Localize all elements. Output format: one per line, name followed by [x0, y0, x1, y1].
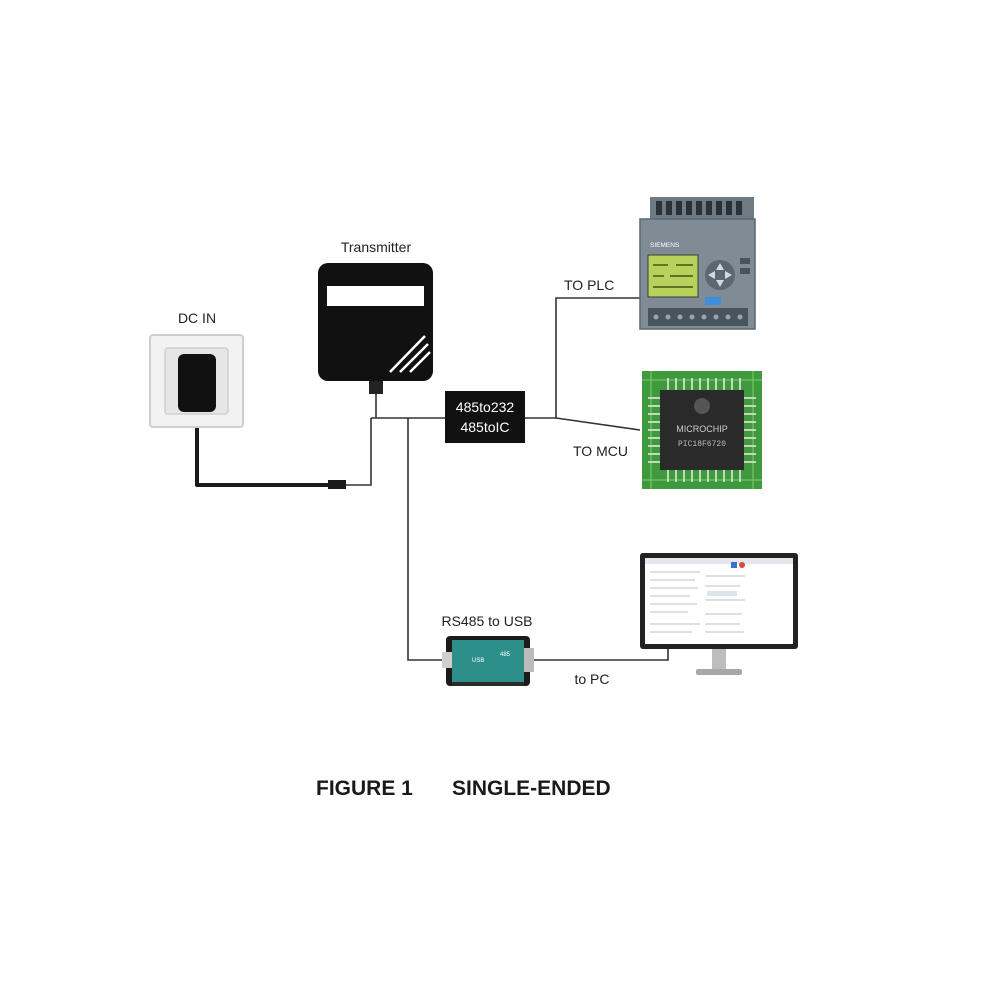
dc-power-cable	[195, 420, 330, 487]
mcu-chip: MICROCHIP PIC18F6720	[642, 371, 762, 489]
usb-adapter-left-text: USB	[472, 658, 484, 664]
to-pc-label: to PC	[574, 671, 609, 687]
to-plc-label: TO PLC	[564, 277, 614, 293]
dc-in-socket	[149, 334, 244, 428]
mcu-wire	[555, 417, 641, 431]
dc-in-label: DC IN	[178, 310, 216, 326]
converter-box: 485to232 485toIC	[445, 391, 525, 443]
pc-monitor	[640, 553, 798, 675]
chip-part: PIC18F6720	[678, 440, 726, 449]
chip-brand: MICROCHIP	[676, 424, 728, 434]
figure-number: FIGURE 1	[316, 777, 413, 800]
plc-brand: SIEMENS	[650, 242, 680, 249]
transmitter-label: Transmitter	[341, 239, 412, 255]
converter-line2: 485toIC	[460, 419, 509, 435]
plc-wire	[555, 297, 640, 418]
pc-wire	[530, 648, 669, 661]
to-mcu-label: TO MCU	[573, 443, 628, 459]
transmitter-device	[318, 263, 433, 394]
rs485-usb-label: RS485 to USB	[441, 613, 532, 629]
dc-to-bus-wire	[346, 418, 372, 486]
usb-adapter-right-text: 485	[500, 652, 511, 658]
dc-plug	[328, 480, 346, 489]
wires	[195, 297, 669, 661]
plc-device: SIEMENS	[639, 197, 756, 330]
converter-line1: 485to232	[456, 399, 515, 415]
usb-adapter-wire	[407, 418, 452, 661]
rs485-usb-adapter: USB 485	[442, 636, 534, 686]
figure-title: SINGLE-ENDED	[452, 777, 611, 800]
